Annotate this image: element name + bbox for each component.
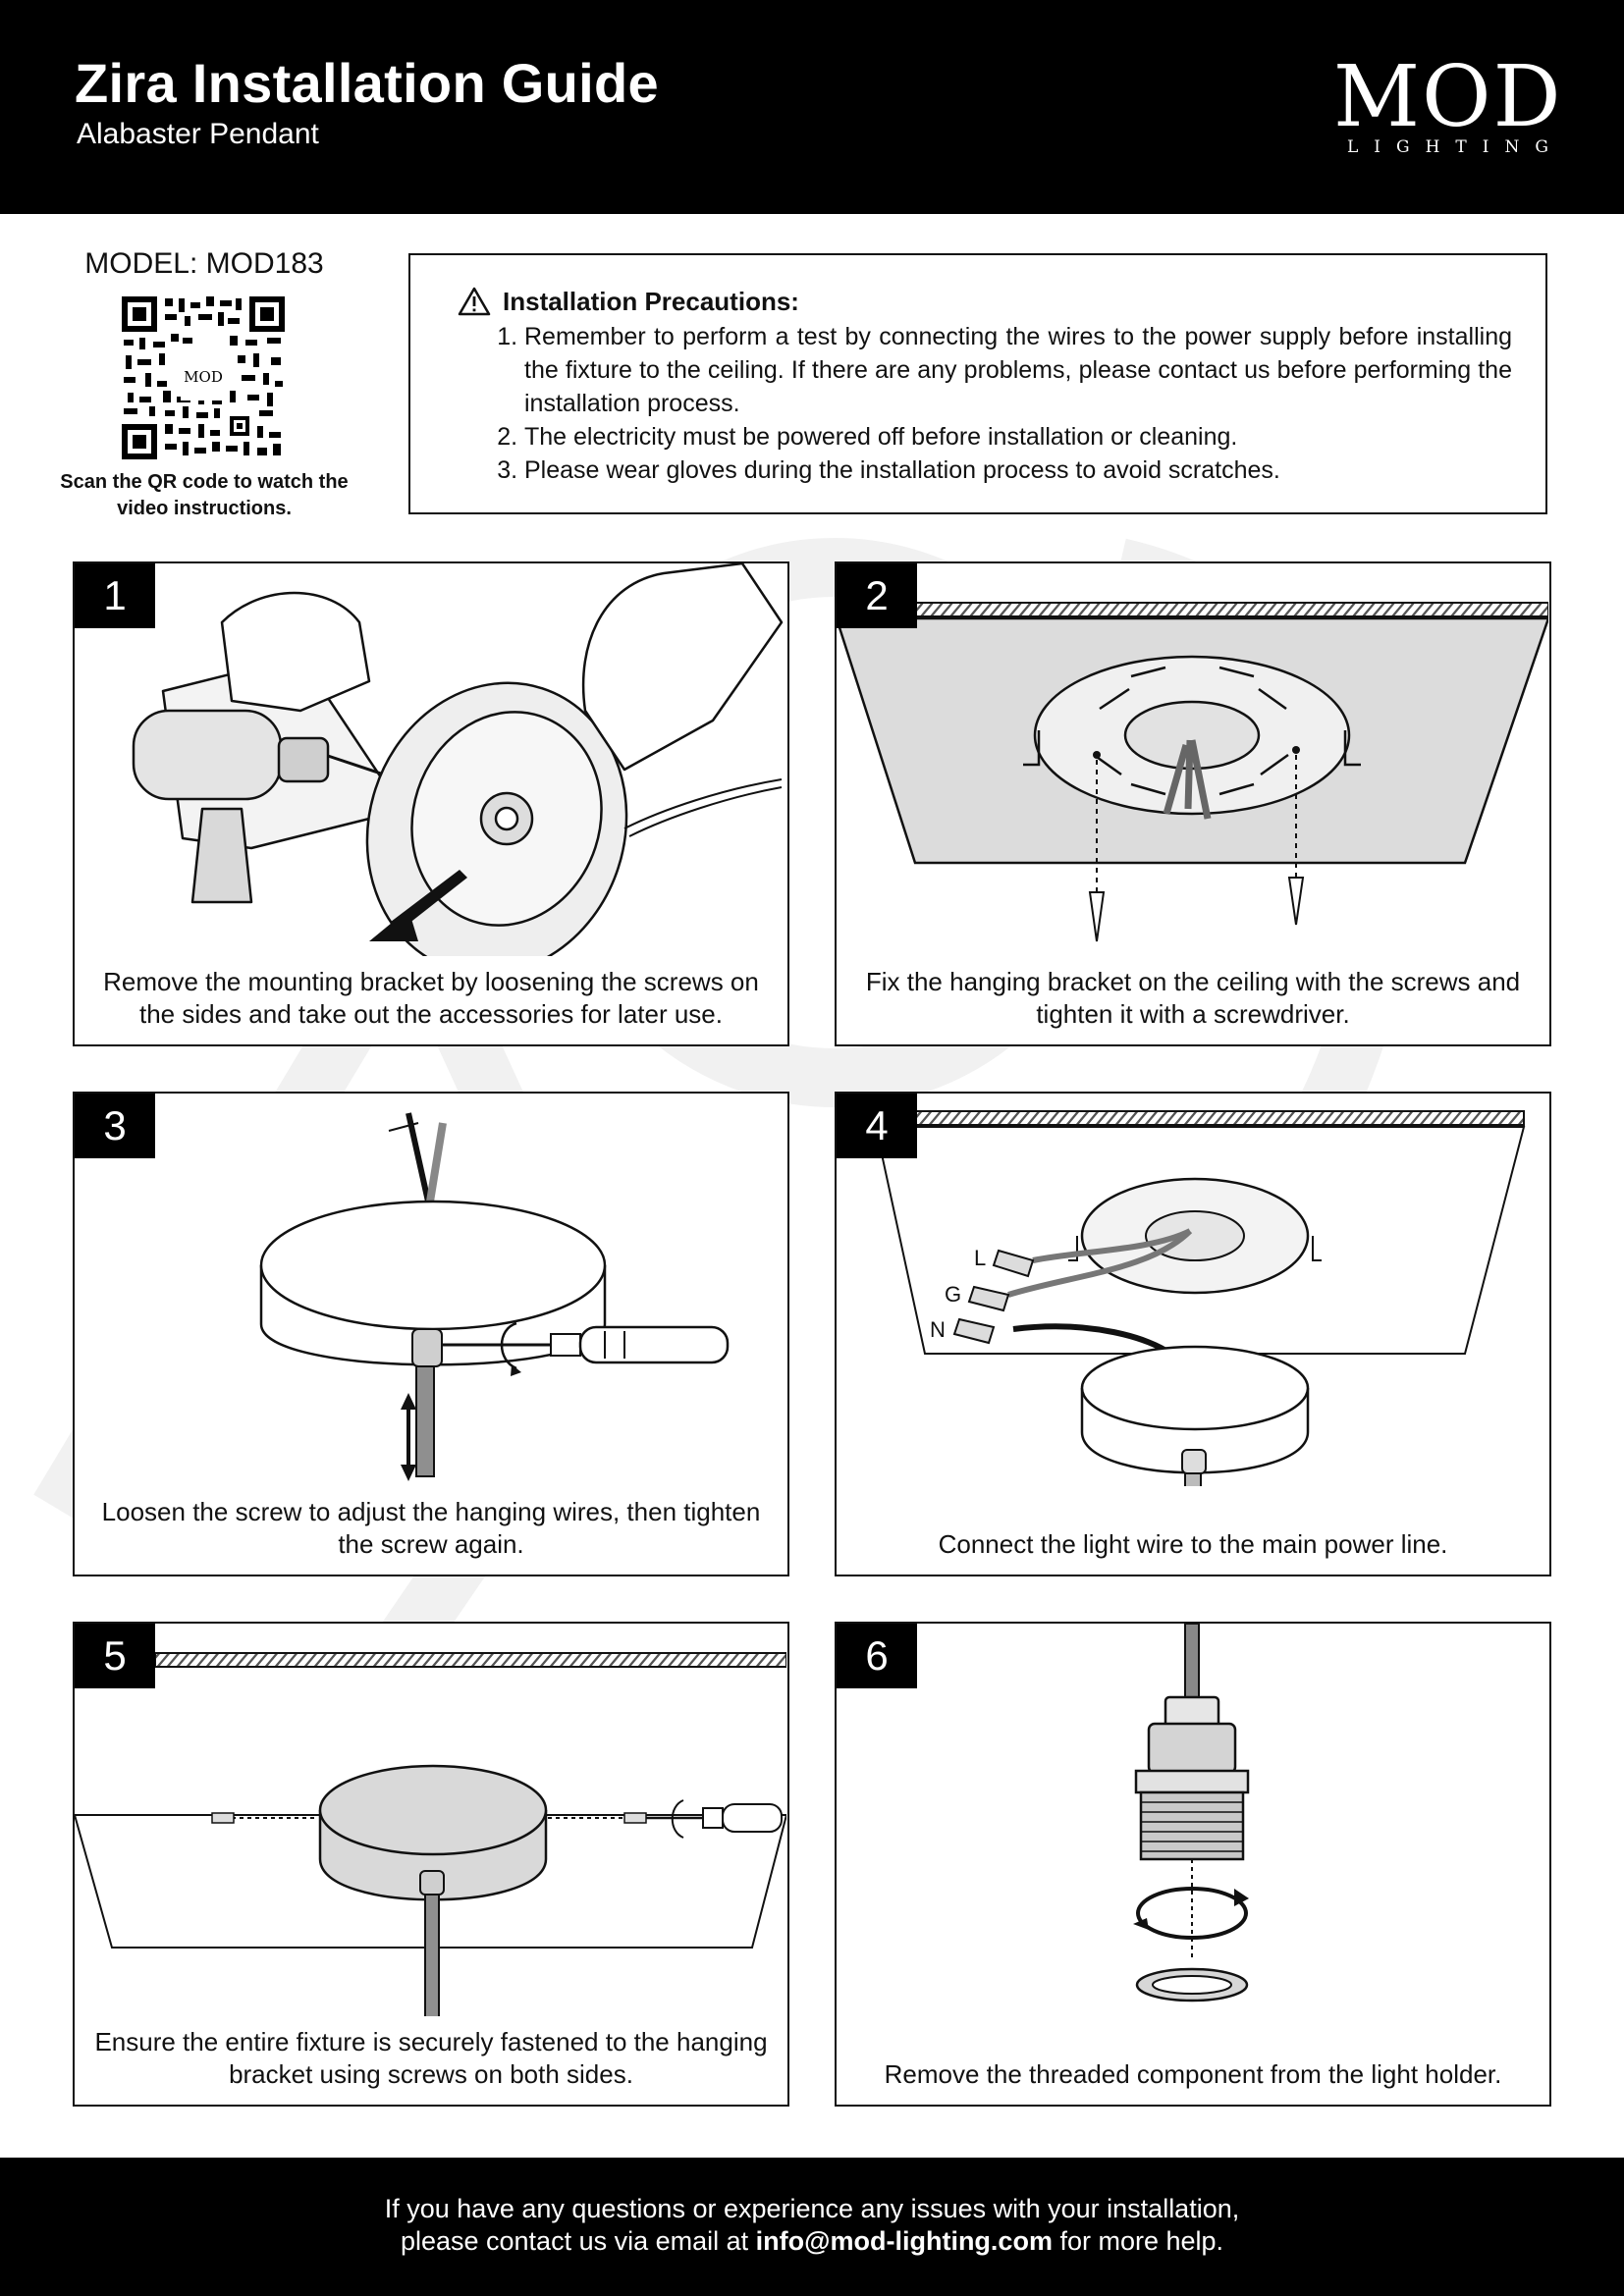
step-number: 4 bbox=[837, 1094, 917, 1158]
warning-icon bbox=[458, 287, 491, 316]
brand-logo-main: MOD bbox=[1333, 48, 1563, 146]
qr-logo-text: MOD bbox=[184, 368, 223, 386]
wire-label-g: G bbox=[945, 1282, 961, 1307]
step-1-illustration bbox=[132, 563, 784, 956]
wire-label-n: N bbox=[930, 1317, 946, 1342]
brand-logo: MOD LIGHTING bbox=[1333, 48, 1564, 157]
qr-caption: Scan the QR code to watch the video inst… bbox=[60, 471, 349, 519]
step-caption: Ensure the entire fixture is securely fa… bbox=[94, 2027, 768, 2089]
footer-line-2-prefix: please contact us via email at bbox=[400, 2226, 749, 2256]
wire-label-l: L bbox=[974, 1246, 986, 1270]
step-caption: Remove the threaded component from the l… bbox=[884, 2059, 1502, 2089]
precautions-heading-row: Installation Precautions: bbox=[458, 285, 1512, 318]
step-3-illustration bbox=[259, 1112, 730, 1481]
step-2-panel: 2 Fix the hanging bracket on the ceiling… bbox=[835, 561, 1551, 1046]
step-caption: Connect the light wire to the main power… bbox=[938, 1529, 1448, 1559]
step-caption: Loosen the screw to adjust the hanging w… bbox=[101, 1497, 761, 1559]
step-6-panel: 6 Remove the threaded component from the… bbox=[835, 1622, 1551, 2107]
step-6-illustration bbox=[1133, 1624, 1250, 2002]
footer-line-1: If you have any questions or experience … bbox=[384, 2194, 1240, 2223]
page-subtitle: Alabaster Pendant bbox=[77, 118, 319, 150]
page-title: Zira Installation Guide bbox=[75, 52, 659, 114]
precaution-item: Remember to perform a test by connecting… bbox=[524, 320, 1512, 420]
step-4-illustration: L G N bbox=[874, 1110, 1526, 1486]
qr-code-icon[interactable]: MOD bbox=[120, 294, 287, 461]
step-number: 3 bbox=[75, 1094, 155, 1158]
step-1-panel: 1 Remove the mounting bracket by looseni… bbox=[73, 561, 789, 1046]
precaution-item: Please wear gloves during the installati… bbox=[524, 454, 1512, 487]
precautions-box: Installation Precautions: Remember to pe… bbox=[408, 253, 1547, 514]
step-number: 5 bbox=[75, 1624, 155, 1688]
step-5-panel: 5 Ensure the entire fixture is securely … bbox=[73, 1622, 789, 2107]
step-2-illustration bbox=[837, 602, 1548, 942]
footer-banner: If you have any questions or experience … bbox=[0, 2158, 1624, 2296]
step-number: 6 bbox=[837, 1624, 917, 1688]
step-4-panel: 4 L G N Connect the light wire to the ma… bbox=[835, 1092, 1551, 1576]
footer-line-2-suffix: for more help. bbox=[1059, 2226, 1224, 2256]
step-3-panel: 3 Loosen the screw to adjust the hanging… bbox=[73, 1092, 789, 1576]
step-caption: Fix the hanging bracket on the ceiling w… bbox=[865, 967, 1521, 1029]
step-5-illustration bbox=[75, 1652, 786, 2016]
model-number: MODEL: MOD183 bbox=[84, 247, 324, 280]
step-caption: Remove the mounting bracket by loosening… bbox=[103, 967, 759, 1029]
step-number: 1 bbox=[75, 563, 155, 628]
precaution-item: The electricity must be powered off befo… bbox=[524, 420, 1512, 454]
header-banner: Zira Installation Guide Alabaster Pendan… bbox=[0, 0, 1624, 214]
support-email-link[interactable]: info@mod-lighting.com bbox=[755, 2226, 1053, 2256]
footer-line-2: please contact us via email at info@mod-… bbox=[0, 2225, 1624, 2258]
precautions-heading: Installation Precautions: bbox=[503, 287, 799, 316]
precautions-list: Remember to perform a test by connecting… bbox=[444, 320, 1512, 487]
step-number: 2 bbox=[837, 563, 917, 628]
brand-logo-sub: LIGHTING bbox=[1347, 137, 1564, 157]
